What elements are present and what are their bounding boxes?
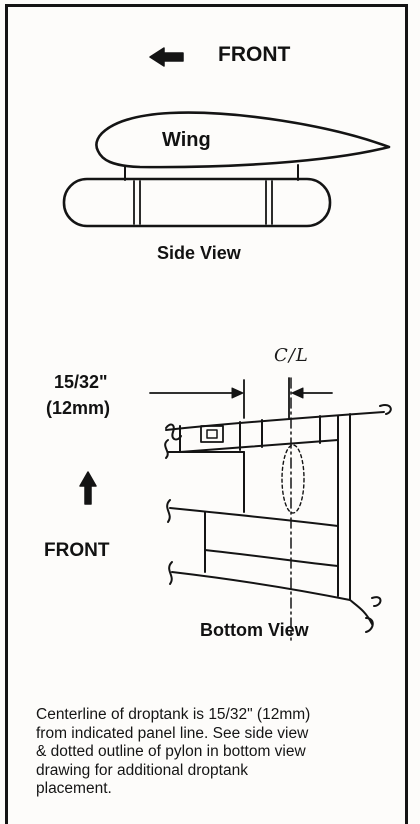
caption-line: placement.	[36, 780, 112, 797]
dimension-fraction-label: 15/32"	[54, 372, 108, 392]
front-label-bottom: FRONT	[44, 540, 110, 561]
centerline-label: C/L	[274, 345, 309, 366]
dimension-arrows	[149, 377, 333, 419]
front-label-top: FRONT	[218, 43, 291, 66]
front-arrow-up-icon	[79, 471, 97, 505]
wing-airfoil	[95, 111, 391, 169]
side-pylon	[124, 164, 299, 181]
caption-line: & dotted outline of pylon in bottom view	[36, 743, 306, 760]
side-droptank	[62, 177, 332, 228]
caption-line: drawing for additional droptank	[36, 761, 248, 779]
caption-text: Centerline of droptank is 15/32" (12mm) …	[36, 706, 386, 799]
caption-line: Centerline of droptank is 15/32" (12mm)	[36, 706, 311, 723]
bottom-view-drawing	[164, 404, 392, 633]
wing-label: Wing	[162, 129, 211, 151]
side-view-label: Side View	[157, 243, 241, 263]
dimension-metric-label: (12mm)	[46, 398, 111, 418]
front-arrow-left-icon	[149, 47, 184, 67]
bottom-view-label: Bottom View	[200, 620, 309, 640]
caption-line: from indicated panel line. See side view	[36, 724, 309, 742]
diagram-frame	[5, 4, 408, 824]
